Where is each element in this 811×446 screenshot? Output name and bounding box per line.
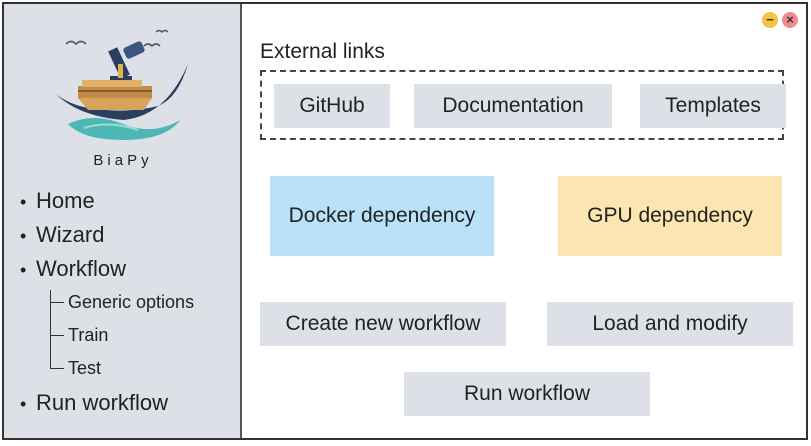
minimize-icon[interactable]: −	[762, 12, 778, 28]
github-button[interactable]: GitHub	[274, 84, 390, 128]
sidebar-item-label: Home	[36, 188, 95, 213]
app-window: BiaPy • Home • Wizard • Workflow Generic op…	[2, 2, 808, 440]
sidebar-item-label: Wizard	[36, 222, 105, 247]
docker-dependency-button[interactable]: Docker dependency	[270, 176, 494, 256]
workflow-subnav: Generic options Train Test	[50, 286, 242, 386]
bullet-icon: •	[20, 394, 27, 414]
sidebar-item-wizard[interactable]: • Wizard	[20, 218, 242, 252]
sidebar-subitem-train[interactable]: Train	[50, 319, 242, 352]
close-icon[interactable]: ×	[782, 12, 798, 28]
create-workflow-button[interactable]: Create new workflow	[260, 302, 506, 346]
templates-button[interactable]: Templates	[640, 84, 786, 128]
tree-line	[50, 290, 51, 368]
brand-name: BiaPy	[93, 152, 153, 169]
sidebar-item-run-workflow[interactable]: • Run workflow	[20, 386, 242, 420]
external-links-box: GitHub Documentation Templates	[260, 70, 786, 140]
sidebar-subitem-test[interactable]: Test	[50, 352, 242, 385]
sidebar-item-home[interactable]: • Home	[20, 184, 242, 218]
main-panel: − × External links GitHub Documentation …	[244, 4, 806, 438]
bullet-icon: •	[20, 192, 27, 212]
sidebar-nav: • Home • Wizard • Workflow Generic options …	[20, 184, 242, 420]
sidebar-item-workflow[interactable]: • Workflow	[20, 252, 242, 286]
documentation-button[interactable]: Documentation	[414, 84, 612, 128]
sidebar-item-label: Workflow	[36, 256, 127, 281]
gpu-dependency-button[interactable]: GPU dependency	[558, 176, 782, 256]
biapy-logo	[56, 29, 188, 140]
sidebar: BiaPy • Home • Wizard • Workflow Generic op…	[4, 4, 242, 438]
bullet-icon: •	[20, 226, 27, 246]
load-modify-button[interactable]: Load and modify	[547, 302, 793, 346]
bullet-icon: •	[20, 260, 27, 280]
sidebar-subitem-generic-options[interactable]: Generic options	[50, 286, 242, 319]
external-links-title: External links	[260, 40, 385, 63]
run-workflow-button[interactable]: Run workflow	[404, 372, 650, 416]
sidebar-item-label: Run workflow	[36, 390, 169, 415]
